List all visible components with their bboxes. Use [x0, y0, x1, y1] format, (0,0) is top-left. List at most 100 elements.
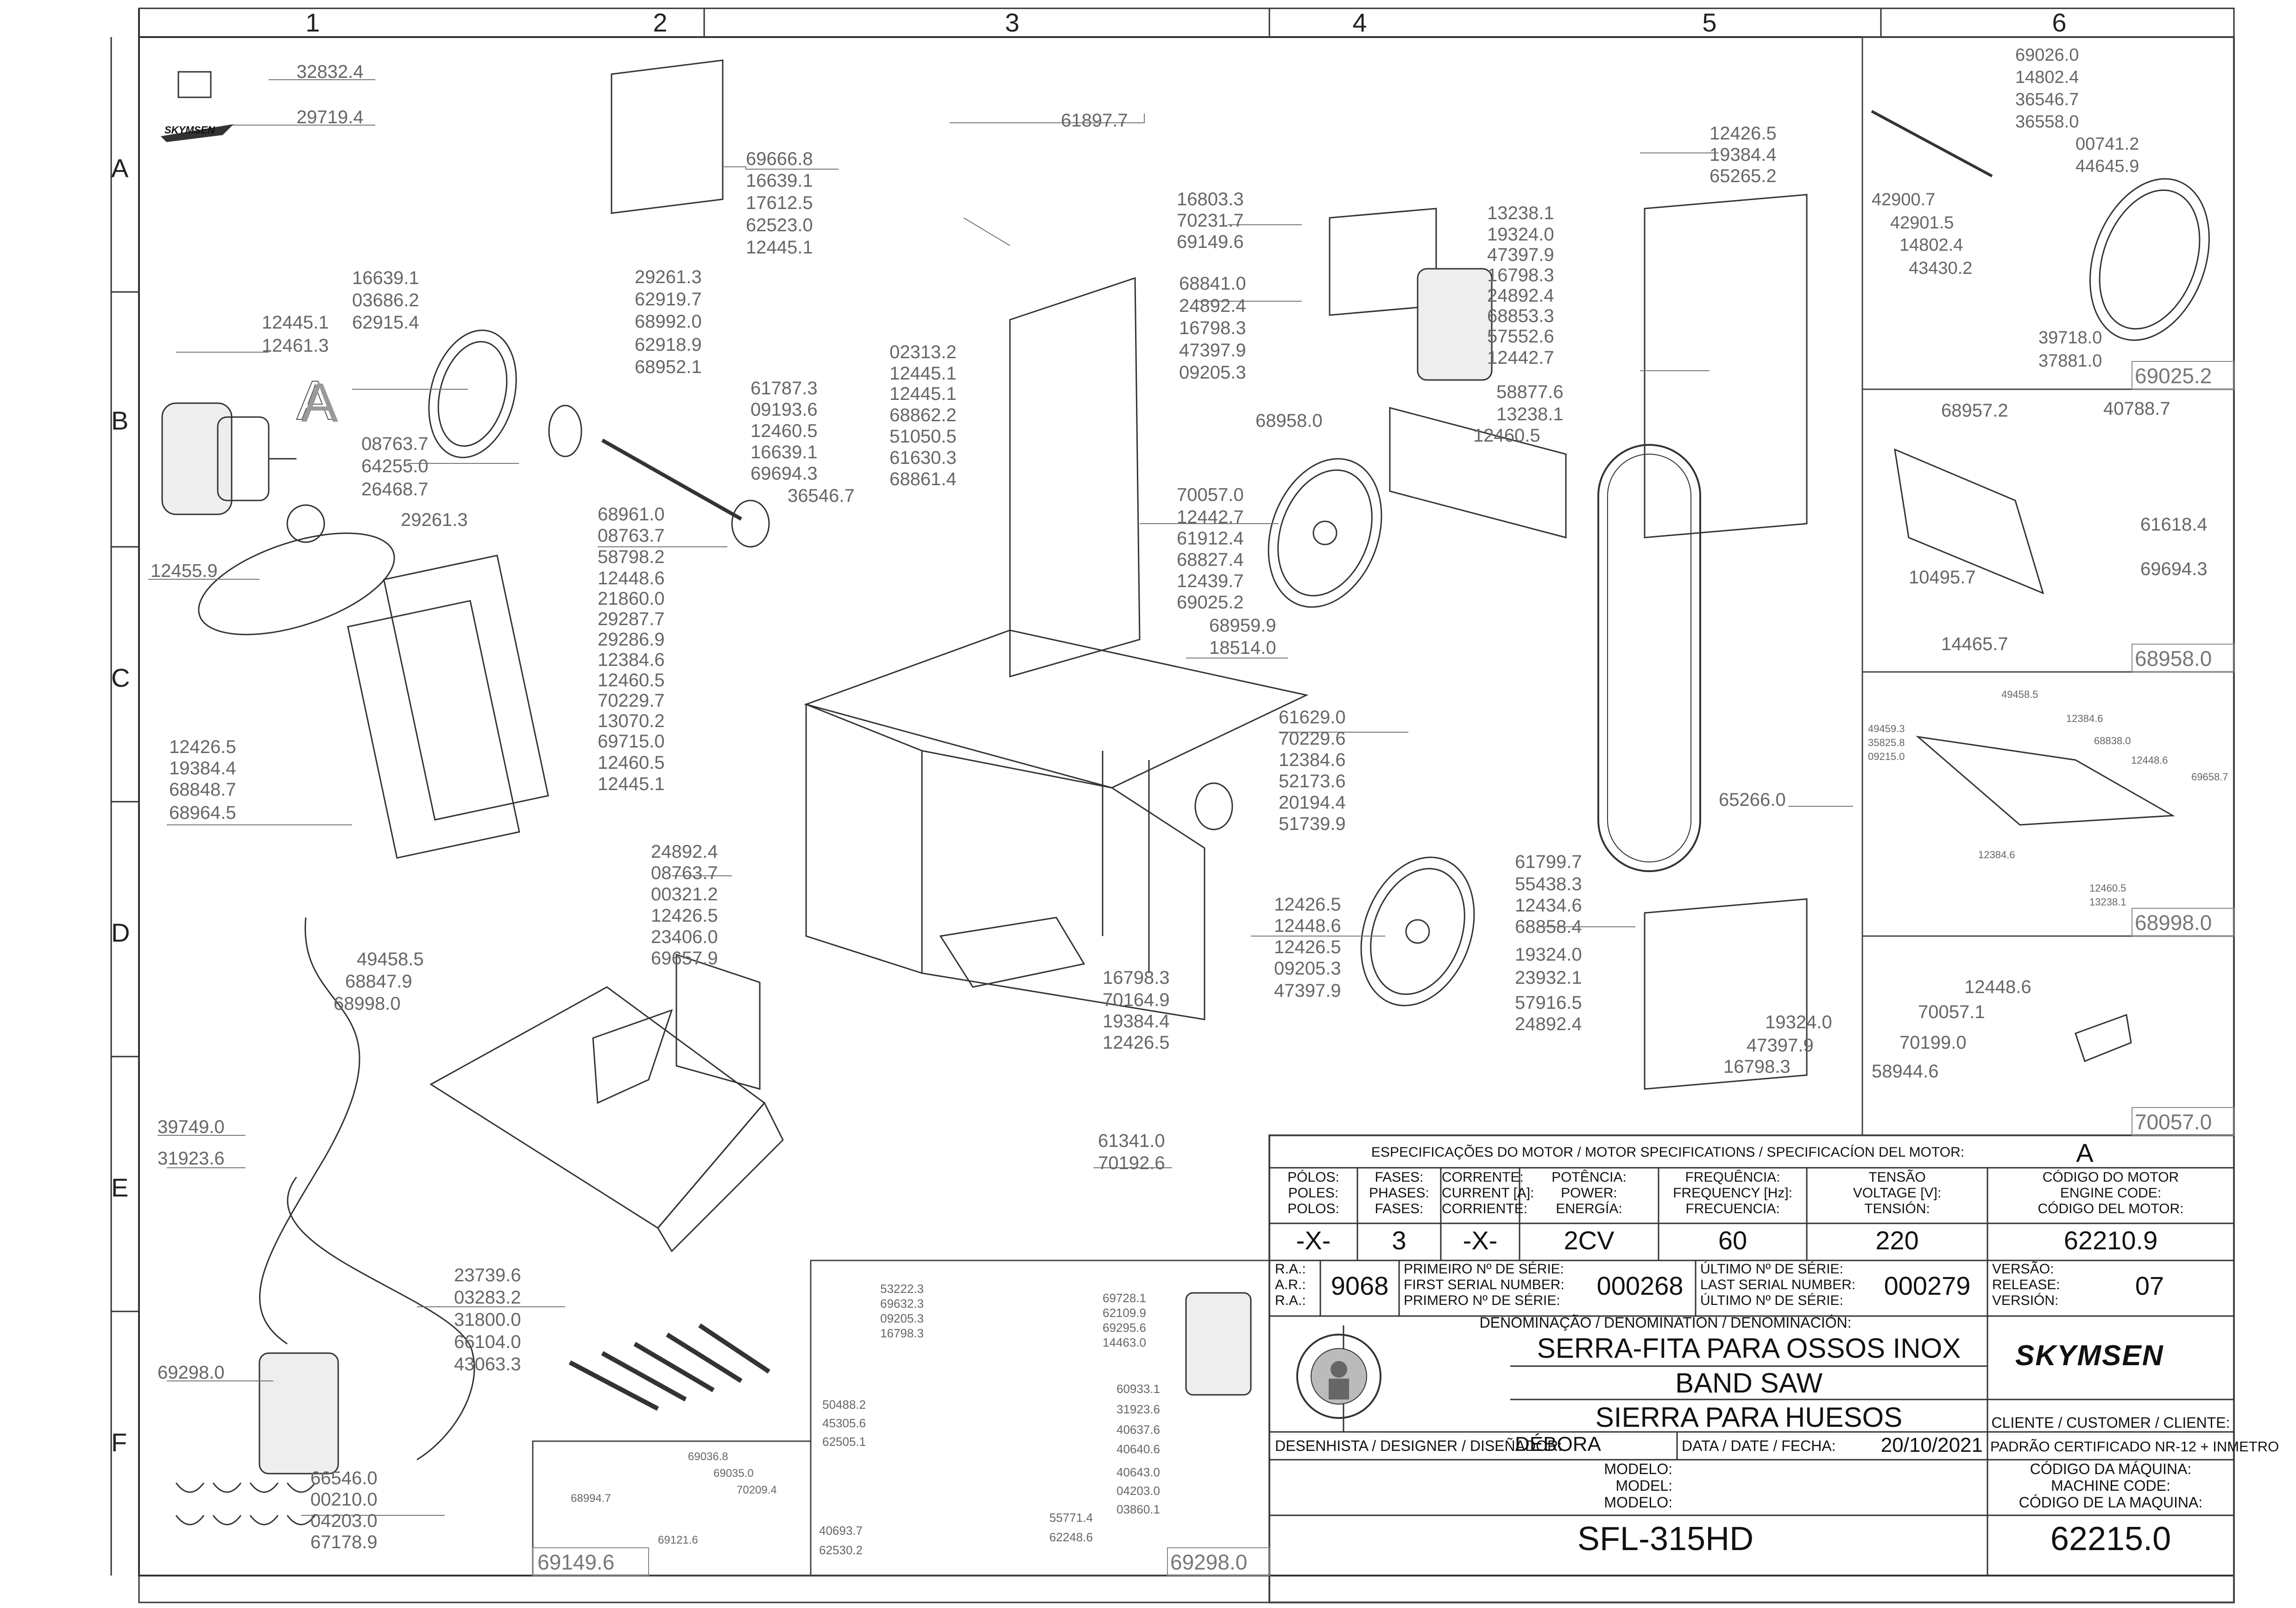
part-label: 68847.9 — [345, 971, 412, 992]
part-label: 61787.3 — [751, 378, 818, 399]
part-label: 12426.5 — [169, 737, 236, 757]
part-label: 57916.5 — [1515, 993, 1582, 1013]
part-label: 62919.7 — [635, 289, 702, 310]
part-label: 00321.2 — [651, 884, 718, 905]
motor-spec-header-value: A — [2076, 1138, 2094, 1167]
part-label: 58944.6 — [1872, 1061, 1939, 1082]
part-label: 66546.0 — [310, 1468, 378, 1488]
part-label: 12426.5 — [1274, 937, 1341, 957]
part-label: 24892.4 — [651, 842, 718, 862]
part-label: 49459.3 — [1868, 723, 1905, 734]
part-label: 43430.2 — [1909, 259, 1973, 278]
part-label: 68959.9 — [1209, 615, 1276, 636]
detail-box-frames — [532, 36, 2235, 1603]
part-label: 09193.6 — [751, 399, 818, 420]
part-label: 61629.0 — [1279, 707, 1346, 728]
part-label: 09205.3 — [1274, 958, 1341, 979]
version-labels: VERSÃO:RELEASE:VERSIÓN: — [1992, 1261, 2060, 1308]
part-label: 12460.5 — [598, 670, 665, 690]
part-label: 58798.2 — [598, 547, 665, 567]
client-value: PADRÃO CERTIFICADO NR-12 + INMETRO — [1990, 1438, 2279, 1455]
date-label: DATA / DATE / FECHA: — [1682, 1437, 1836, 1454]
part-label: 12384.6 — [2066, 713, 2103, 724]
brand-logo: SKYMSEN — [2015, 1340, 2164, 1372]
part-label: 12460.5 — [751, 421, 818, 441]
grid-row-e: E — [111, 1173, 129, 1202]
part-label: 50488.2 — [822, 1398, 866, 1412]
part-label: 70229.6 — [1279, 728, 1346, 749]
part-label: 69298.0 — [158, 1362, 225, 1383]
part-label: 12426.5 — [1274, 894, 1341, 915]
part-label: 69694.3 — [2140, 559, 2208, 579]
last-serial-labels: ÚLTIMO Nº DE SÉRIE:LAST SERIAL NUMBER:ÚL… — [1700, 1261, 1856, 1308]
grid-column-1: 1 — [305, 8, 320, 37]
part-label: 68861.4 — [889, 469, 957, 489]
motor-phases-label: FASES:PHASES:FASES: — [1369, 1170, 1430, 1216]
authorized-service-seal — [1293, 1325, 1385, 1427]
part-label: 16639.1 — [746, 171, 813, 191]
part-label: 52173.6 — [1279, 771, 1346, 791]
part-label: 37881.0 — [2038, 351, 2102, 371]
detail-box-label-frames — [532, 361, 2234, 1576]
part-label: 00741.2 — [2075, 134, 2139, 154]
part-label: 21860.0 — [598, 589, 665, 609]
part-label: 14463.0 — [1103, 1336, 1146, 1349]
part-label: 55771.4 — [1049, 1511, 1093, 1525]
part-label: 31923.6 — [1116, 1402, 1160, 1416]
part-label: 70199.0 — [1899, 1032, 1967, 1053]
detail-box-label: 68958.0 — [2135, 646, 2212, 671]
part-label: 47397.9 — [1179, 340, 1246, 361]
part-label: 12445.1 — [889, 363, 957, 384]
part-label: 64255.0 — [361, 456, 429, 476]
part-label: 03860.1 — [1116, 1502, 1160, 1516]
first-serial-value: 000268 — [1596, 1271, 1684, 1300]
model-labels: MODELO:MODEL:MODELO: — [1604, 1461, 1672, 1511]
part-label: 08763.7 — [651, 863, 718, 883]
part-label: 68952.1 — [635, 357, 702, 377]
client-label: CLIENTE / CUSTOMER / CLIENTE: — [1991, 1414, 2230, 1431]
denomination-label: DENOMINAÇÃO / DENOMINATION / DENOMINACIÓ… — [1479, 1314, 1852, 1331]
part-label: 69025.2 — [1177, 592, 1244, 613]
part-label: 16639.1 — [352, 268, 419, 288]
part-label: 12445.1 — [262, 312, 329, 333]
part-label: 19324.0 — [1487, 224, 1554, 245]
product-name-es: SIERRA PARA HUESOS — [1595, 1402, 1903, 1433]
motor-power-label: POTÊNCIA:POWER:ENERGÍA: — [1552, 1170, 1627, 1216]
part-label: 16803.3 — [1177, 189, 1244, 209]
part-label: 12445.1 — [598, 774, 665, 794]
part-label: 68957.2 — [1941, 400, 2008, 421]
part-label: 65266.0 — [1719, 790, 1786, 810]
part-label: 17612.5 — [746, 193, 813, 213]
part-label: 55438.3 — [1515, 874, 1582, 894]
part-label: 12426.5 — [1103, 1032, 1170, 1053]
part-label: 12445.1 — [746, 237, 813, 258]
part-label: 49458.5 — [357, 949, 424, 969]
part-label: 14802.4 — [1899, 235, 1963, 255]
part-label: 40788.7 — [2103, 399, 2170, 419]
grid-column-3: 3 — [1005, 8, 1020, 37]
part-label: 51739.9 — [1279, 814, 1346, 834]
grid-row-b: B — [111, 406, 129, 435]
motor-spec-header: ESPECIFICAÇÕES DO MOTOR / MOTOR SPECIFIC… — [1371, 1145, 1965, 1160]
part-label: 61618.4 — [2140, 514, 2208, 535]
motor-poles-label: PÓLOS:POLES:POLOS: — [1287, 1170, 1339, 1216]
part-label: 36558.0 — [2015, 112, 2079, 132]
part-label: 60933.1 — [1116, 1382, 1160, 1396]
part-label: 62915.4 — [352, 312, 419, 333]
part-label: 13070.2 — [598, 711, 665, 731]
part-label: 61912.4 — [1177, 528, 1244, 549]
part-label: 68998.0 — [334, 994, 401, 1014]
part-label: 69149.6 — [1177, 232, 1244, 252]
product-name-pt: SERRA-FITA PARA OSSOS INOX — [1537, 1333, 1961, 1364]
grid-row-a: A — [111, 153, 129, 183]
part-label: 70192.6 — [1098, 1153, 1165, 1173]
part-label: 13238.1 — [1487, 203, 1554, 223]
part-label: 09215.0 — [1868, 751, 1905, 762]
part-label: 45305.6 — [822, 1416, 866, 1430]
part-label: 69658.7 — [2191, 771, 2228, 783]
part-label: 12434.6 — [1515, 895, 1582, 916]
part-label: 43063.3 — [454, 1354, 521, 1374]
part-label: 53222.3 — [880, 1282, 924, 1296]
part-label: 68853.3 — [1487, 306, 1554, 326]
